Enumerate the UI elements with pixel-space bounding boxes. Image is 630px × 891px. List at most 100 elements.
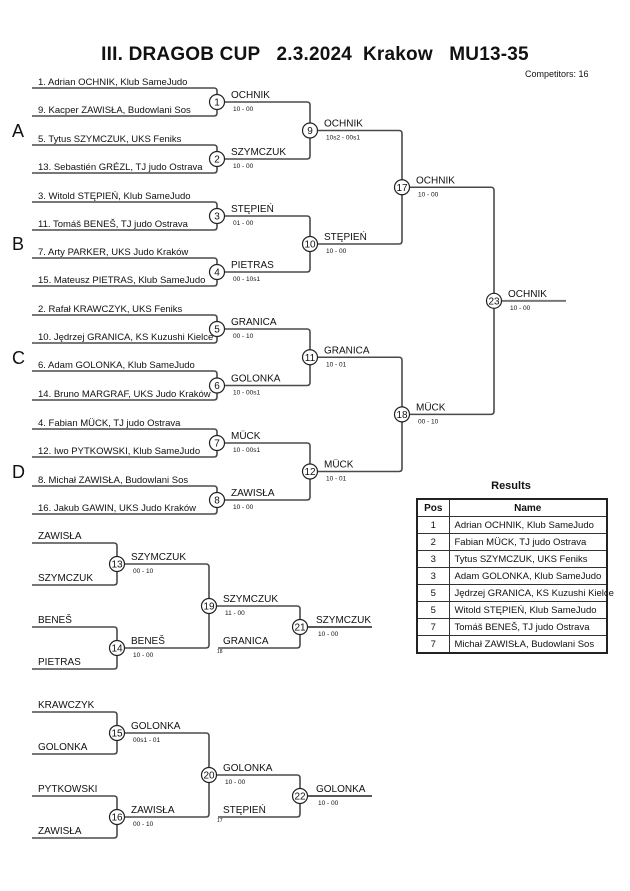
competitor-entry: 11. Tomáš BENEŠ, TJ judo Ostrava	[38, 219, 189, 230]
match-winner: GOLONKA	[223, 763, 273, 774]
match-score: 11 - 00	[225, 610, 245, 617]
match-score: 10 - 00	[133, 652, 154, 659]
result-name: Jędrzej GRANICA, KS Kuzushi Kielce	[448, 584, 614, 602]
match-number-circle	[208, 150, 226, 168]
competitor-entry: 4. Fabian MÜCK, TJ judo Ostrava	[38, 418, 181, 429]
match-score: 10 - 00	[418, 191, 439, 198]
match-number: 9	[307, 126, 313, 137]
match-number: 22	[294, 792, 306, 803]
match-number-circle	[208, 207, 226, 225]
match-score: 00 - 10	[418, 418, 439, 425]
match-score: 01 - 00	[233, 220, 254, 227]
match-winner: STĘPIEŃ	[324, 230, 367, 243]
match-winner: BENEŠ	[131, 634, 165, 647]
pool-label: B	[12, 234, 24, 254]
match-winner: OCHNIK	[324, 119, 363, 130]
match-number: 19	[203, 602, 215, 613]
result-pos: 7	[416, 635, 450, 654]
match-number-circle	[208, 491, 226, 509]
match-score: 00 - 10	[133, 821, 154, 828]
repechage-entry: ZAWISŁA	[38, 531, 82, 542]
match-number: 21	[294, 623, 306, 634]
result-name-text: Michał ZAWISŁA, Budowlani Sos	[454, 638, 595, 650]
match-winner: OCHNIK	[231, 90, 270, 101]
match-winner: SZYMCZUK	[231, 147, 286, 158]
match-number-circle	[208, 93, 226, 111]
result-name-text: Witold STĘPIEŃ, Klub SameJudo	[454, 604, 597, 616]
match-number: 14	[111, 644, 123, 655]
match-number-circle	[108, 639, 126, 657]
match-score: 10 - 00s1	[233, 447, 260, 454]
result-name-text: Tomáš BENEŠ, TJ judo Ostrava	[454, 621, 590, 633]
match-winner: GOLONKA	[131, 721, 181, 732]
repechage-entry: BENEŠ	[38, 613, 72, 626]
match-number: 3	[214, 212, 220, 223]
competitor-entry: 9. Kacper ZAWISŁA, Budowlani Sos	[38, 105, 191, 116]
repechage-entry: PIETRAS	[38, 657, 81, 668]
match-number: 16	[111, 813, 123, 824]
match-score: 10 - 00	[510, 305, 531, 312]
repechage-entry: GOLONKA	[38, 742, 88, 753]
competitor-entry: 15. Mateusz PIETRAS, Klub SameJudo	[38, 275, 205, 286]
competitors-label: Competitors:	[525, 69, 577, 79]
match-score: 00 - 10	[233, 333, 254, 340]
result-pos: 5	[416, 584, 450, 602]
match-score: 10 - 00	[225, 779, 246, 786]
repechage-entry: KRAWCZYK	[38, 700, 95, 711]
result-pos: 1	[416, 516, 450, 534]
match-number: 20	[203, 771, 215, 782]
result-pos: 2	[416, 533, 450, 551]
competitor-entry: 10. Jędrzej GRANICA, KS Kuzushi Kielce	[38, 332, 213, 343]
match-number-circle	[200, 597, 218, 615]
match-winner: MÜCK	[324, 459, 354, 471]
repechage-loser-source: 18	[217, 649, 223, 655]
match-number: 23	[488, 296, 500, 307]
match-score: 10 - 01	[326, 361, 347, 368]
match-winner: PIETRAS	[231, 260, 274, 271]
match-number-circle	[393, 406, 411, 423]
match-winner: ZAWISŁA	[231, 488, 275, 499]
result-pos: 3	[416, 567, 450, 585]
match-number: 6	[214, 381, 220, 392]
match-number: 15	[111, 729, 123, 740]
match-number: 7	[214, 439, 220, 450]
results-header-row: Pos Name	[416, 498, 608, 517]
match-number-circle	[208, 320, 226, 338]
repechage-entry: PYTKOWSKI	[38, 784, 97, 795]
competitor-entry: 2. Rafał KRAWCZYK, UKS Feniks	[38, 304, 183, 315]
result-pos: 5	[416, 601, 450, 619]
results-row: 3 Adam GOLONKA, Klub SameJudo	[416, 567, 608, 585]
match-number: 17	[396, 183, 408, 194]
results-row: 7 Tomáš BENEŠ, TJ judo Ostrava	[416, 618, 608, 636]
match-score: 10 - 01	[326, 476, 347, 483]
competitor-entry: 5. Tytus SZYMCZUK, UKS Feniks	[38, 134, 182, 145]
pool-label: C	[12, 348, 25, 368]
competitor-entry: 1. Adrian OCHNIK, Klub SameJudo	[38, 77, 187, 88]
repechage-loser-source: 17	[217, 818, 223, 824]
match-number-circle	[208, 434, 226, 452]
result-name: Michał ZAWISŁA, Budowlani Sos	[448, 635, 608, 654]
match-score: 10 - 00	[233, 106, 254, 113]
competitor-entry: 14. Bruno MARGRAF, UKS Judo Kraków	[38, 389, 211, 400]
match-score: 00s1 - 01	[133, 737, 160, 744]
match-winner: OCHNIK	[416, 175, 455, 186]
results-row: 5 Witold STĘPIEŃ, Klub SameJudo	[416, 601, 608, 619]
result-name-text: Fabian MÜCK, TJ judo Ostrava	[454, 536, 587, 548]
match-number-circle	[200, 766, 218, 784]
match-number-circle	[108, 808, 126, 826]
result-name: Witold STĘPIEŃ, Klub SameJudo	[448, 601, 608, 619]
match-number-circle	[108, 724, 126, 742]
result-name: Adam GOLONKA, Klub SameJudo	[448, 567, 608, 585]
match-score: 10 - 00	[233, 504, 254, 511]
result-pos: 7	[416, 618, 450, 636]
pool-label: D	[12, 462, 25, 482]
result-name-text: Adam GOLONKA, Klub SameJudo	[454, 570, 602, 582]
match-number-circle	[301, 235, 319, 253]
repechage-loser-name: STĘPIEŃ	[223, 803, 266, 816]
match-score: 10 - 00	[326, 248, 347, 255]
repechage-entry: ZAWISŁA	[38, 826, 82, 837]
repechage-loser-name: GRANICA	[223, 636, 269, 647]
result-name: Tytus SZYMCZUK, UKS Feniks	[448, 550, 608, 568]
